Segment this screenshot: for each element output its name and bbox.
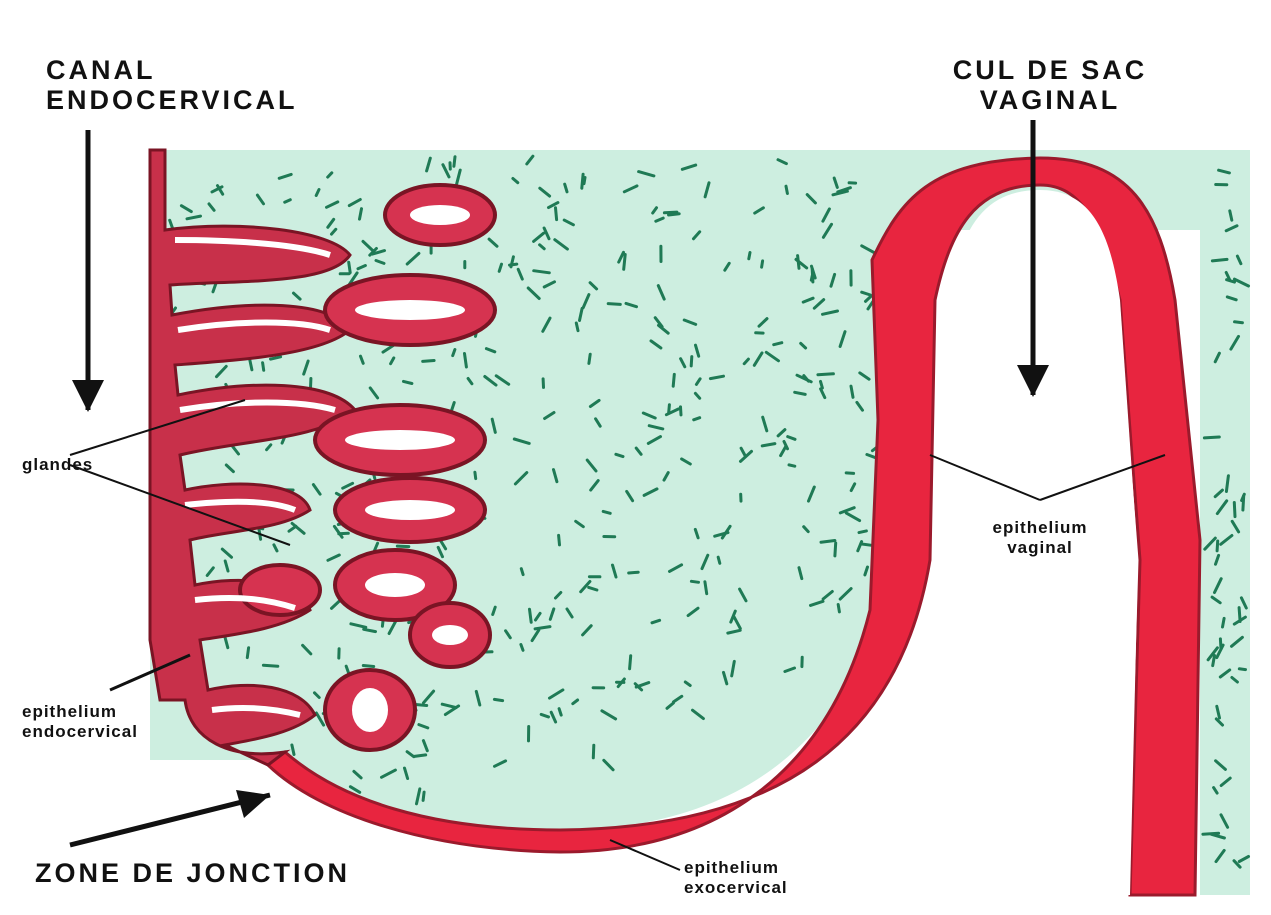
stroma-cell <box>397 546 409 547</box>
canal-label-line2: ENDOCERVICAL <box>46 85 298 115</box>
stroma-cell <box>349 262 351 272</box>
stroma-cell <box>521 569 523 575</box>
stroma-cell <box>263 665 277 666</box>
gland <box>240 565 320 615</box>
epi-endo-line2: endocervical <box>22 722 138 742</box>
stroma-cell <box>1223 618 1225 627</box>
stroma-cell <box>559 535 560 545</box>
epi-vag-line2: vaginal <box>960 538 1120 558</box>
stroma-cell <box>556 208 557 220</box>
stroma-cell <box>1226 476 1228 492</box>
epithelium-endocervical-label: epithelium endocervical <box>22 702 138 742</box>
stroma-cell <box>510 264 517 265</box>
stroma-cell <box>818 374 834 375</box>
stroma-cell <box>494 699 502 700</box>
stroma-cell <box>1239 608 1240 622</box>
stroma-cell <box>859 531 866 533</box>
stroma-cell <box>608 304 620 305</box>
stroma-cell <box>363 666 373 667</box>
stroma-cell <box>669 405 670 413</box>
stroma-cell <box>589 354 590 363</box>
stroma-cell <box>1220 639 1221 649</box>
stroma-cell <box>762 261 763 267</box>
stroma-cell <box>360 209 362 219</box>
epithelium-vaginal-label: epithelium vaginal <box>960 518 1120 558</box>
stroma-cell <box>1203 833 1219 834</box>
stroma-cell <box>694 418 700 420</box>
epi-endo-line1: epithelium <box>22 702 138 722</box>
stroma-cell <box>718 557 720 563</box>
stroma-cell <box>534 271 550 273</box>
stroma-cell <box>838 605 839 612</box>
epithelium-exocervical-label: epithelium exocervical <box>684 858 788 898</box>
stroma-cell <box>475 472 476 478</box>
stroma-cell <box>247 648 248 658</box>
stroma-cell <box>582 174 583 188</box>
stroma-cell <box>1204 437 1219 438</box>
stroma-cell <box>593 745 594 758</box>
stroma-cell <box>786 186 787 193</box>
epi-exo-line1: epithelium <box>684 858 788 878</box>
stroma-cell <box>1235 322 1243 323</box>
stroma-cell <box>835 543 836 556</box>
stroma-cell <box>414 755 425 757</box>
stroma-cell <box>1230 211 1232 220</box>
stroma-cell <box>673 374 674 386</box>
stroma-cell <box>691 357 692 366</box>
epi-vag-line1: epithelium <box>960 518 1120 538</box>
stroma-cell <box>691 581 698 582</box>
stroma-cell <box>846 473 853 474</box>
stroma-cell <box>821 381 823 388</box>
stroma-cell <box>423 792 424 800</box>
stroma-cell <box>789 465 795 466</box>
stroma-cell <box>423 361 434 362</box>
cul-de-sac-label: CUL DE SAC VAGINAL <box>920 55 1180 115</box>
cul-label-line2: VAGINAL <box>920 85 1180 115</box>
stroma-cell <box>603 511 610 513</box>
stroma-cell <box>559 709 561 715</box>
stroma-cell <box>749 253 750 259</box>
zone-de-jonction-label: ZONE DE JONCTION <box>35 858 350 888</box>
stroma-cell <box>465 354 467 368</box>
stroma-cell <box>576 323 578 331</box>
canal-label: CANAL ENDOCERVICAL <box>46 55 298 115</box>
stroma-cell <box>404 381 412 383</box>
stroma-cell <box>705 582 707 594</box>
stroma-cell <box>681 407 682 415</box>
cul-label-line1: CUL DE SAC <box>920 55 1180 85</box>
stroma-cell <box>851 386 853 397</box>
stroma-cell <box>530 609 532 622</box>
stroma-cell <box>669 214 680 215</box>
stroma-cell <box>521 645 523 651</box>
stroma-cell <box>795 392 806 394</box>
stroma-cell <box>1217 541 1218 551</box>
canal-label-line1: CANAL <box>46 55 298 85</box>
stroma-cell <box>821 541 835 543</box>
stroma-cell <box>624 255 626 270</box>
stroma-cell <box>630 656 631 669</box>
stroma-cell <box>1239 669 1245 670</box>
stroma-cell <box>1213 656 1215 666</box>
stroma-cell <box>453 350 455 356</box>
stroma-cell <box>774 343 782 345</box>
stroma-cell <box>812 269 813 282</box>
stroma-cell <box>1243 496 1244 510</box>
stroma-cell <box>292 745 294 755</box>
glandes-label: glandes <box>22 455 93 475</box>
stroma-cell <box>629 572 639 573</box>
canal-arrow-head <box>72 380 104 412</box>
stroma-cell <box>1234 503 1235 517</box>
stroma-cell <box>1212 259 1227 261</box>
stroma-cell <box>454 157 455 167</box>
stroma-cell <box>664 212 677 213</box>
stroma-cell <box>862 544 872 545</box>
stroma-cell <box>263 363 264 371</box>
epi-exo-line2: exocervical <box>684 878 788 898</box>
